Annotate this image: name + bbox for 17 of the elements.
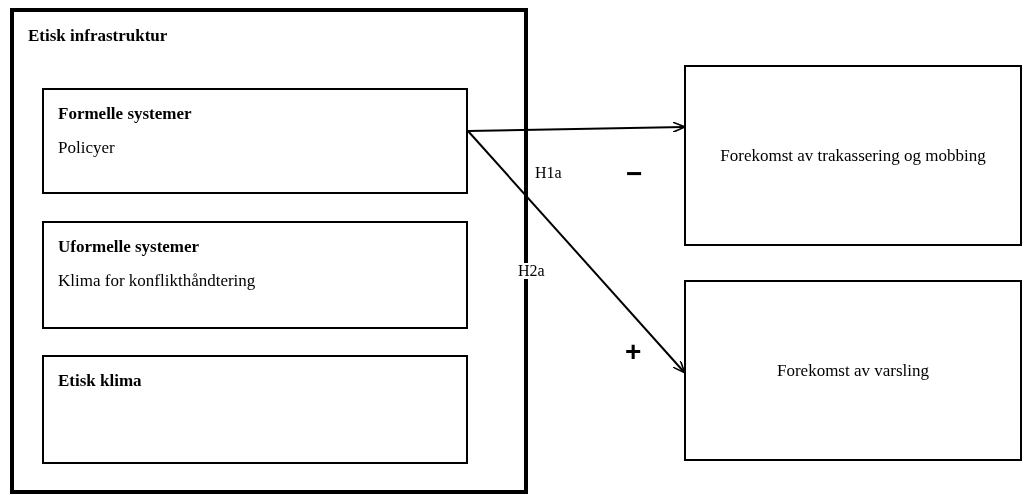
box-heading: Uformelle systemer [58,237,201,258]
box-heading: Etisk infrastruktur [28,26,169,47]
process-box [42,88,468,194]
process-box [684,65,1022,246]
box-text: Klima for konflikthåndtering [58,271,257,292]
outcome-text: Forekomst av varsling [776,359,929,382]
box-text: Policyer [58,138,116,159]
process-box [42,355,468,464]
process-box [42,221,468,329]
box-heading: Etisk klima [58,371,143,392]
edge-label: H2a [518,263,545,279]
process-box [684,280,1022,461]
box-heading: Formelle systemer [58,104,193,125]
arrow [467,121,686,133]
edge-label: H1a [535,165,562,181]
outcome-text: Forekomst av trakassering og mobbing [720,144,986,167]
arrow [467,130,686,374]
